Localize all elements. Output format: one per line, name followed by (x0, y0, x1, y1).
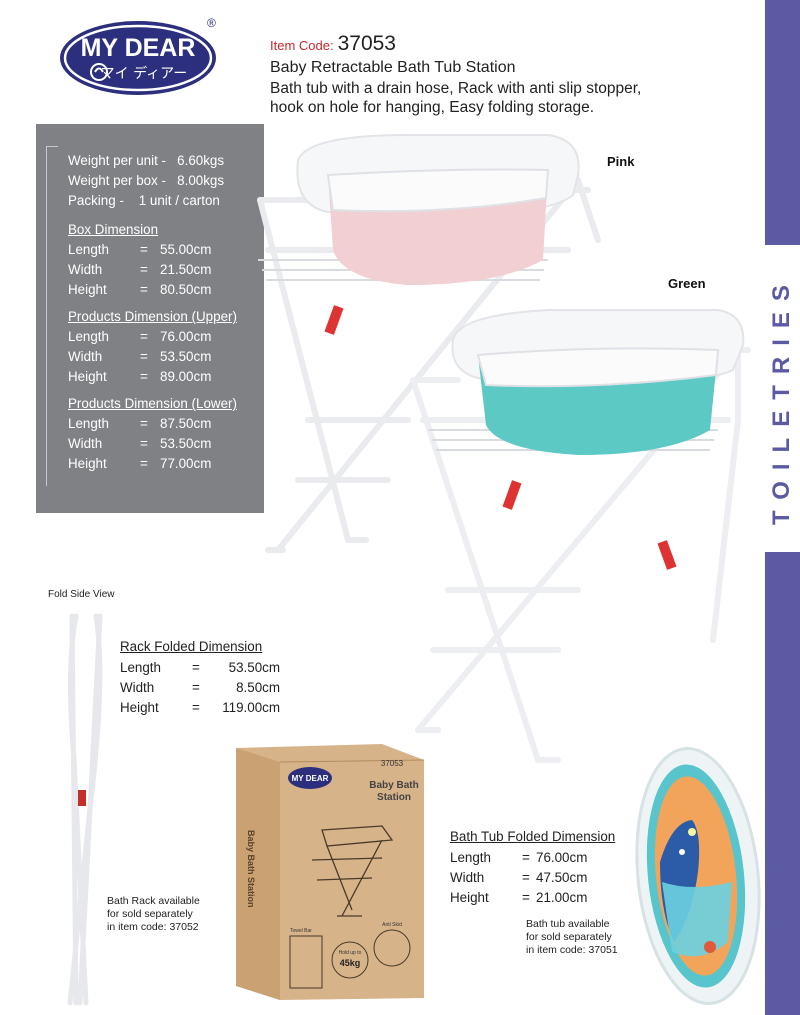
spec-divider-tick (46, 146, 58, 147)
side-band-mid (765, 247, 800, 547)
registered-mark: ® (207, 16, 216, 30)
color-tag-green: Green (668, 276, 706, 291)
dim-row: Width=53.50cm (68, 436, 212, 451)
box-brand: MY DEAR (292, 774, 329, 783)
section-heading: Products Dimension (Upper) (68, 309, 237, 324)
section-heading: Products Dimension (Lower) (68, 396, 237, 411)
dim-row: Width=21.50cm (68, 262, 212, 277)
box-anti-skid: Anti Skid (382, 922, 402, 928)
product-photo-bath-stations (257, 134, 751, 763)
box-name-line1: Baby Bath (369, 780, 418, 791)
dim-row: Height=77.00cm (68, 456, 212, 471)
brand-name: MY DEAR (81, 34, 196, 62)
item-code: Item Code:37053 (270, 32, 396, 56)
box-hold: Hold up to (339, 950, 362, 956)
box-side-text: Baby Bath Station (246, 830, 256, 908)
dim-row: Height=119.00cm (120, 700, 280, 715)
spec-divider (46, 146, 47, 486)
tub-availability-note: Bath tub available for sold separately i… (526, 918, 618, 956)
dim-row: Height=21.00cm (450, 890, 588, 905)
dim-row: Length=55.00cm (68, 242, 212, 257)
product-title: Baby Retractable Bath Tub Station (270, 59, 516, 76)
dim-row: Height=80.50cm (68, 282, 212, 297)
rack-folded-dimension: Rack Folded Dimension Length=53.50cm Wid… (120, 637, 280, 718)
box-towel-bar: Towel Bar (290, 928, 312, 934)
folded-rack-photo (67, 613, 103, 1006)
product-description: Bath tub with a drain hose, Rack with an… (270, 80, 642, 116)
side-band-top (765, 0, 800, 245)
item-code-label: Item Code: (270, 38, 334, 53)
brand-logo: MY DEAR マイ ディアー (60, 21, 216, 95)
spec-panel: Weight per unit - 6.60kgs Weight per box… (36, 124, 264, 513)
box-code: 37053 (381, 759, 404, 768)
dim-row: Length=87.50cm (68, 416, 212, 431)
section-heading: Box Dimension (68, 222, 159, 237)
dim-row: Length=53.50cm (120, 660, 280, 675)
box-name-line2: Station (377, 792, 411, 803)
dim-row: Width=47.50cm (450, 870, 588, 885)
fold-side-view-title: Fold Side View (48, 589, 115, 600)
tub-folded-dimension: Bath Tub Folded Dimension Length=76.00cm… (450, 827, 615, 908)
packaging-box-photo: MY DEAR 37053 Baby Bath Station Baby Bat… (236, 744, 425, 1000)
rack-availability-note: Bath Rack available for sold separately … (107, 895, 200, 933)
item-code-value: 37053 (337, 32, 396, 55)
rack-folded-title: Rack Folded Dimension (120, 639, 263, 654)
dim-row: Height=89.00cm (68, 369, 212, 384)
weight-row: Weight per unit - 6.60kgs (68, 153, 225, 168)
dim-row: Width=53.50cm (68, 349, 212, 364)
weight-row: Packing - 1 unit / carton (68, 193, 220, 208)
tub-folded-title: Bath Tub Folded Dimension (450, 829, 616, 844)
box-weight: 45kg (340, 958, 361, 968)
color-tag-pink: Pink (607, 154, 635, 169)
dim-row: Width=8.50cm (120, 680, 280, 695)
category-label: TOILETRIES (768, 274, 795, 526)
dim-row: Length=76.00cm (450, 850, 588, 865)
weight-row: Weight per box - 8.00kgs (68, 173, 225, 188)
brand-sub: マイ ディアー (101, 65, 188, 82)
dim-row: Length=76.00cm (68, 329, 212, 344)
folded-tub-photo (635, 747, 761, 1005)
side-band-bottom (765, 552, 800, 1015)
